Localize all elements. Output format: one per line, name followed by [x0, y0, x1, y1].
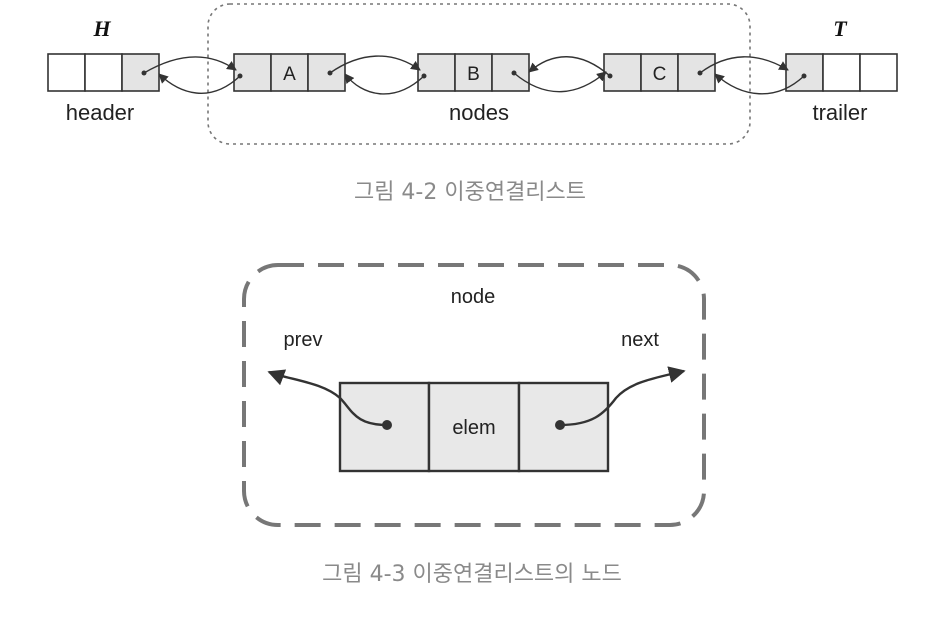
- trailer-label: trailer: [812, 100, 867, 125]
- trailer-node: [785, 53, 898, 92]
- node-title: node: [451, 286, 496, 308]
- prev-pointer-arrow: [267, 369, 388, 427]
- figure-4-3-caption: 그림 4-3 이중연결리스트의 노드: [322, 562, 622, 587]
- next-pointer-arrow: [559, 366, 686, 427]
- header-label: header: [66, 100, 135, 125]
- elem-label: elem: [452, 417, 495, 439]
- node-dashed-border: [242, 263, 706, 527]
- nodes-label: nodes: [449, 100, 509, 125]
- figure-4-2-caption: 그림 4-2 이중연결리스트: [354, 180, 586, 205]
- node-c-elem: C: [653, 64, 667, 85]
- header-symbol: H: [92, 16, 111, 41]
- prev-label: prev: [284, 329, 323, 351]
- node-cells: elem: [338, 381, 610, 473]
- pointer-arrows: [141, 55, 807, 95]
- next-label: next: [621, 329, 659, 351]
- doubly-linked-list-figure: H T A B C: [47, 3, 898, 205]
- node-structure-figure: node prev next elem 그림 4-3 이중연결리스트의 노드: [242, 263, 706, 587]
- node-a: A: [233, 53, 346, 92]
- node-b: B: [417, 53, 530, 92]
- node-a-elem: A: [283, 64, 296, 85]
- node-c: C: [603, 53, 716, 92]
- nodes-region-box: [207, 3, 751, 145]
- node-b-elem: B: [467, 64, 480, 85]
- header-node: [47, 53, 160, 92]
- trailer-symbol: T: [833, 16, 848, 41]
